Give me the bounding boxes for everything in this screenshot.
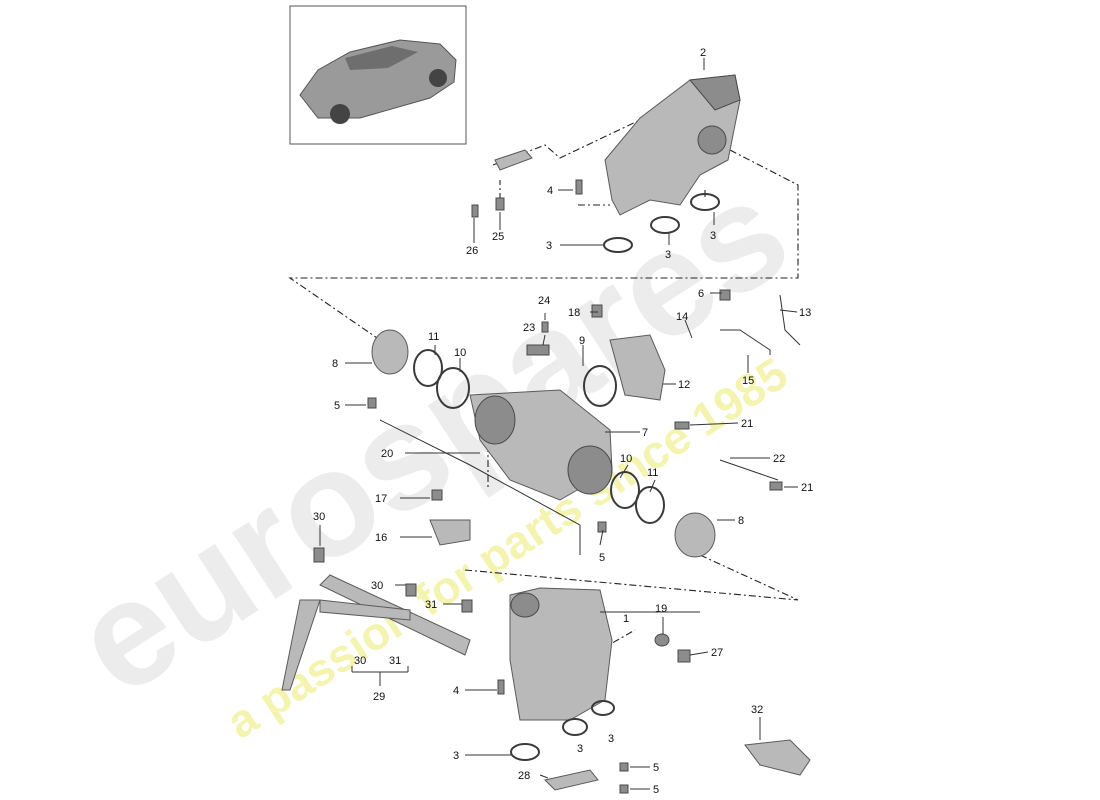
bolt-icon <box>575 179 583 195</box>
nut-icon <box>619 784 629 794</box>
callout-14: 14 <box>676 311 688 323</box>
callout-27: 27 <box>711 647 723 659</box>
callout-9: 9 <box>579 335 585 347</box>
callout-30: 30 <box>371 580 383 592</box>
callout-21: 21 <box>741 418 753 430</box>
heat-shield <box>744 739 811 776</box>
clip-icon <box>495 197 505 211</box>
callout-3: 3 <box>608 733 614 745</box>
callout-5: 5 <box>599 552 605 564</box>
callout-24: 24 <box>538 295 550 307</box>
callout-12: 12 <box>678 379 690 391</box>
callout-5: 5 <box>653 784 659 796</box>
callout-30: 30 <box>354 655 366 667</box>
clip-icon <box>471 204 479 218</box>
support-bracket <box>281 547 473 691</box>
callout-31: 31 <box>389 655 401 667</box>
gasket-ring <box>650 216 680 234</box>
gasket-ring <box>591 700 615 716</box>
callout-8: 8 <box>332 358 338 370</box>
callout-19: 19 <box>655 603 667 615</box>
callout-11: 11 <box>647 467 658 479</box>
callout-1: 1 <box>623 613 629 625</box>
callout-8: 8 <box>738 515 744 527</box>
bracket-lower <box>544 769 599 791</box>
gasket-ring <box>510 743 540 761</box>
callout-23: 23 <box>523 322 535 334</box>
callout-25: 25 <box>492 231 504 243</box>
callout-11: 11 <box>428 331 439 343</box>
callout-22: 22 <box>773 453 785 465</box>
callout-7: 7 <box>642 427 648 439</box>
callout-6: 6 <box>698 288 704 300</box>
callout-3: 3 <box>665 249 671 261</box>
callout-29: 29 <box>373 691 385 703</box>
callout-10: 10 <box>454 347 466 359</box>
callout-3: 3 <box>546 240 552 252</box>
callout-30: 30 <box>313 511 325 523</box>
nut-icon <box>619 762 629 772</box>
gasket-ring <box>690 193 720 211</box>
callout-3: 3 <box>710 230 716 242</box>
callout-31: 31 <box>425 599 437 611</box>
callout-15: 15 <box>742 375 754 387</box>
callout-10: 10 <box>620 453 632 465</box>
callout-2: 2 <box>700 47 706 59</box>
bracket-upper <box>494 149 533 171</box>
callout-32: 32 <box>751 704 763 716</box>
callout-17: 17 <box>375 493 387 505</box>
callouts: 2 4 3 3 3 25 26 8 11 10 9 23 24 18 6 14 … <box>313 47 813 796</box>
sensor-icon <box>677 649 691 663</box>
callout-21: 21 <box>801 482 813 494</box>
charge-air-pipes <box>367 289 801 558</box>
callout-4: 4 <box>547 185 553 197</box>
sensor-icon <box>654 633 670 647</box>
intake-manifold-lower <box>509 587 613 721</box>
callout-5: 5 <box>653 762 659 774</box>
callout-28: 28 <box>518 770 530 782</box>
gasket-ring <box>562 718 588 736</box>
callout-20: 20 <box>381 448 393 460</box>
car-thumbnail <box>289 5 467 145</box>
callout-3: 3 <box>577 743 583 755</box>
leader-lines <box>319 58 798 790</box>
callout-3: 3 <box>453 750 459 762</box>
watermark: eurospares a passion for parts since 198… <box>46 145 816 748</box>
callout-13: 13 <box>799 307 811 319</box>
callout-16: 16 <box>375 532 387 544</box>
callout-26: 26 <box>466 245 478 257</box>
intake-manifold-upper <box>604 74 741 216</box>
bolt-icon <box>497 679 505 695</box>
callout-18: 18 <box>568 307 580 319</box>
callout-5: 5 <box>334 400 340 412</box>
callout-4: 4 <box>453 685 459 697</box>
